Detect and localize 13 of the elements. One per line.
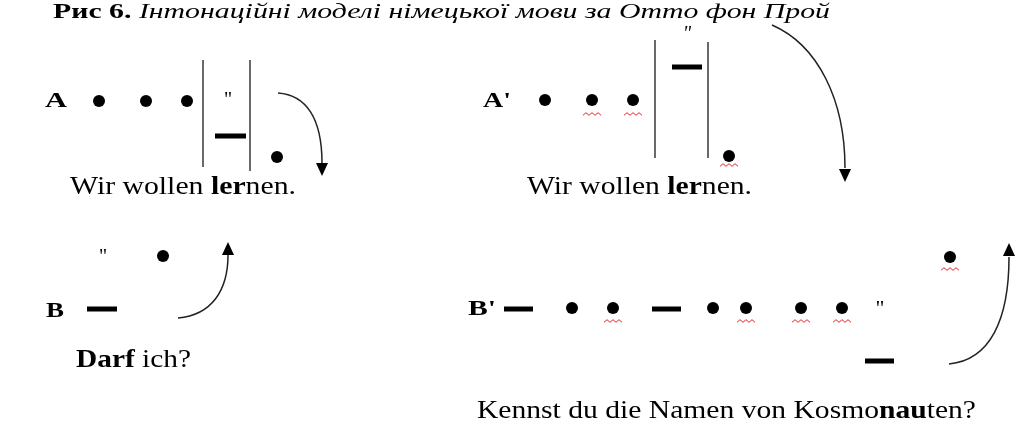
example-sentence: Kennst du die Namen von Kosmonauten? — [477, 397, 976, 423]
stress-mark: " — [875, 296, 885, 319]
stress-mark: " — [682, 23, 692, 44]
pattern-label: A — [45, 89, 67, 112]
stress-mark: " — [223, 89, 233, 110]
pattern-label: A' — [483, 88, 511, 111]
stress-mark: " — [98, 246, 108, 267]
example-sentence: Darf ich? — [76, 346, 191, 372]
figure-title: Рис 6. Інтонаційні моделі німецької мови за Отто фон Прой — [53, 0, 830, 23]
pattern-label: B — [46, 298, 64, 321]
pattern-label: B' — [468, 296, 496, 319]
example-sentence: Wir wollen lernen. — [70, 173, 296, 199]
example-sentence: Wir wollen lernen. — [527, 173, 752, 199]
